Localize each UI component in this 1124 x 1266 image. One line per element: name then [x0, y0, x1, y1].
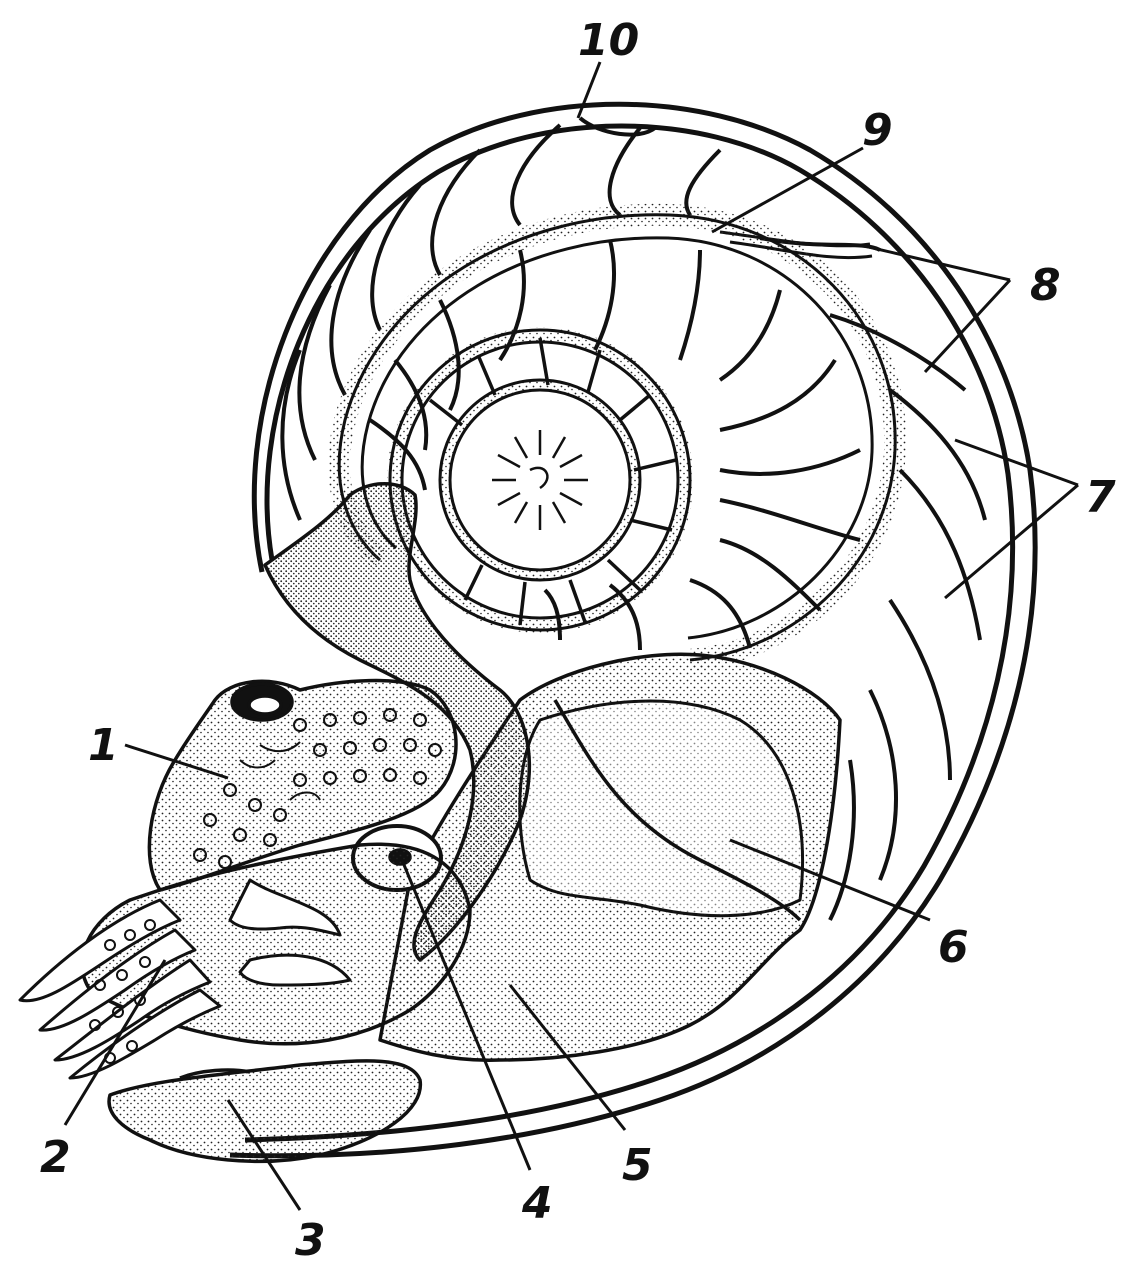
callout-7: 7 [1085, 472, 1116, 523]
callout-3: 3 [295, 1215, 326, 1266]
leader-line-7a [955, 440, 1078, 485]
callout-1: 1 [88, 720, 119, 771]
funnel [109, 1061, 420, 1161]
leader-line-10 [578, 62, 600, 118]
callout-8: 8 [1030, 260, 1061, 311]
callout-2: 2 [40, 1132, 71, 1183]
leader-line-8a [860, 245, 1010, 280]
callout-9: 9 [862, 105, 893, 156]
inner-spiral [390, 330, 690, 630]
callout-6: 6 [938, 922, 969, 973]
callout-10: 10 [578, 15, 639, 66]
callout-5: 5 [622, 1140, 653, 1191]
callout-4: 4 [521, 1178, 553, 1229]
